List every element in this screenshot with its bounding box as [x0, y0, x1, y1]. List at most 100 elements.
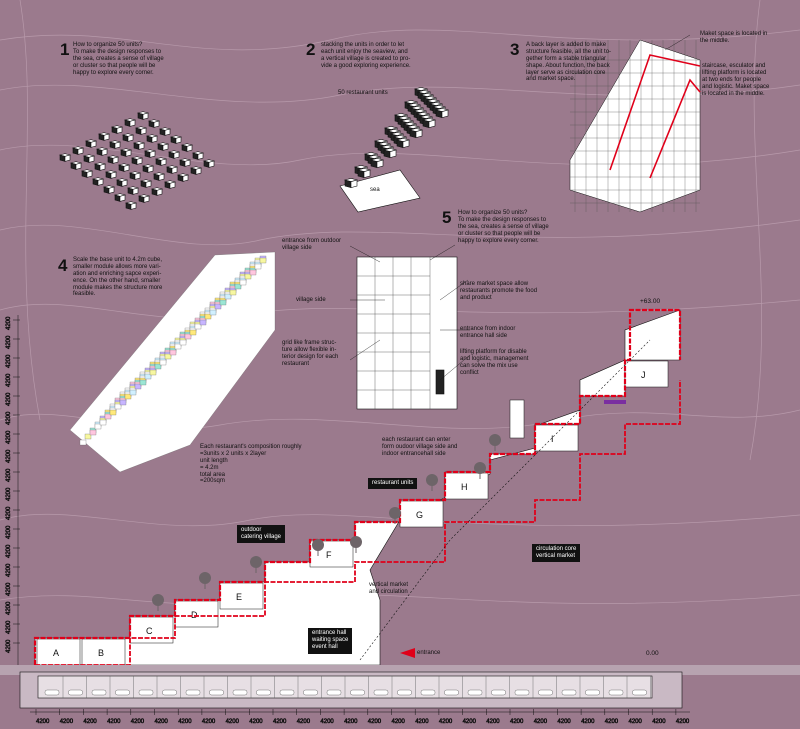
step2-text: stacking the units in order to let each …	[321, 42, 411, 69]
side-dimension-label: 4200	[6, 487, 12, 501]
bottom-dimension-label: 4200	[320, 719, 334, 725]
unit-cell	[36, 638, 81, 666]
side-dimension-label: 4200	[6, 525, 12, 539]
stacked-stair-diagram	[339, 87, 450, 213]
plan-village-side: village side	[296, 297, 326, 303]
side-dimension-label: 4200	[6, 544, 12, 558]
bottom-dimension-label: 4200	[534, 719, 548, 725]
step3-market-note: Maket space is located in the middle.	[700, 31, 768, 44]
bottom-dimension-label: 4200	[463, 719, 477, 725]
step3-number: 3	[510, 40, 520, 59]
plan-grid-note: grid like frame struc- ture allow flexib…	[282, 340, 339, 367]
bottom-dimension-label: 4200	[581, 719, 595, 725]
step2-units-label: 50 restaurant units	[338, 90, 388, 96]
step3-text: A back layer is added to make structure …	[526, 42, 612, 83]
unit-cell	[624, 360, 669, 388]
step2-sea-label: sea	[370, 187, 380, 193]
bottom-dimension-label: 4200	[344, 719, 358, 725]
building-section: A B C D E F G H I J	[33, 308, 682, 666]
vertical-dimension-chain: 4200 4200 4200 4200 4200 4200 4200 4200 4200 4200…	[6, 315, 20, 665]
bottom-dimension-label: 4200	[297, 719, 311, 725]
step4-text: Scale the base unit to 4.2m cube, smalle…	[73, 257, 163, 298]
bottom-dimension-label: 4200	[486, 719, 500, 725]
bottom-dimension-label: 4200	[36, 719, 50, 725]
unit-letter: E	[236, 592, 242, 602]
entrance-arrow	[400, 648, 415, 658]
parking-level	[0, 665, 800, 709]
leader-lines	[349, 34, 701, 381]
unit-letter: H	[461, 482, 468, 492]
trees	[152, 434, 501, 611]
entrance-label: entrance	[417, 650, 441, 656]
step1-text: How to organize 50 units? To make the de…	[73, 42, 164, 76]
unit-letter: J	[641, 370, 646, 380]
side-dimension-label: 4200	[6, 601, 12, 615]
step3-circulation-note: staircase, esculator and lifting platfor…	[702, 63, 770, 97]
unit-letter: I	[551, 434, 554, 444]
unit-cell	[534, 424, 579, 452]
cube-grid-diagram	[58, 111, 216, 210]
bottom-dimension-chain: 4200 4200 4200 4200 4200 4200 4200 4200 4200 4200…	[30, 709, 690, 725]
side-dimension-label: 4200	[6, 639, 12, 653]
bottom-dimension-label: 4200	[107, 719, 121, 725]
step4-composition: Each restaurant's composition roughly =3…	[200, 444, 302, 485]
side-dimension-label: 4200	[6, 620, 12, 634]
unit-letter: F	[326, 550, 332, 560]
step4-number: 4	[58, 256, 68, 275]
side-dimension-label: 4200	[6, 563, 12, 577]
bottom-dimension-label: 4200	[226, 719, 240, 725]
bottom-dimension-label: 4200	[178, 719, 192, 725]
bottom-dimension-label: 4200	[439, 719, 453, 725]
outdoor-catering-tag: outdoor catering village	[237, 525, 286, 544]
bottom-dimension-label: 4200	[202, 719, 216, 725]
plan-share-market: share market space allow restaurants pro…	[460, 281, 538, 301]
bottom-dimension-label: 4200	[557, 719, 571, 725]
colored-module-diagram	[69, 251, 276, 473]
plan-entrance-indoor: entrance from indoor entrance hall side	[460, 326, 516, 339]
step5-number: 5	[442, 208, 452, 227]
each-restaurant-label: each restaurant can enter form oudoor vi…	[382, 437, 458, 457]
step2-number: 2	[306, 40, 316, 59]
bottom-dimension-label: 4200	[605, 719, 619, 725]
side-dimension-label: 4200	[6, 316, 12, 330]
bottom-dimension-label: 4200	[131, 719, 145, 725]
unit-cell	[174, 600, 219, 628]
triangle-layer-diagram	[569, 39, 701, 213]
top-level-label: +63.00	[640, 298, 661, 305]
side-dimension-label: 4200	[6, 392, 12, 406]
unit-letter: C	[146, 626, 153, 636]
side-dimension-label: 4200	[6, 335, 12, 349]
bottom-dimension-label: 4200	[60, 719, 74, 725]
side-dimension-label: 4200	[6, 430, 12, 444]
side-dimension-label: 4200	[6, 449, 12, 463]
side-dimension-label: 4200	[6, 373, 12, 387]
floor-plan	[356, 256, 458, 410]
plan-entrance-outdoor: entrance from outdoor village side	[282, 238, 342, 251]
bottom-dimension-label: 4200	[368, 719, 382, 725]
unit-cell	[444, 472, 489, 500]
bottom-dimension-label: 4200	[510, 719, 524, 725]
bottom-dimension-label: 4200	[415, 719, 429, 725]
side-dimension-label: 4200	[6, 506, 12, 520]
bottom-dimension-label: 4200	[83, 719, 97, 725]
circulation-core-tag: circulation core vertical market	[532, 544, 581, 563]
bottom-dimension-label: 4200	[676, 719, 690, 725]
side-dimension-label: 4200	[6, 468, 12, 482]
bottom-dimension-label: 4200	[249, 719, 263, 725]
plan-lifting: lifting platform for disable and logisti…	[460, 349, 529, 376]
bottom-dimension-label: 4200	[392, 719, 406, 725]
side-dimension-label: 4200	[6, 411, 12, 425]
unit-letter: D	[191, 610, 198, 620]
unit-letter: A	[53, 648, 59, 658]
unit-letter: B	[98, 648, 104, 658]
side-dimension-label: 4200	[6, 354, 12, 368]
vertical-market-label: vertical market and circulation	[369, 582, 409, 595]
bottom-dimension-label: 4200	[273, 719, 287, 725]
step5-text: How to organize 50 units? To make the de…	[458, 210, 549, 244]
unit-letter: G	[416, 510, 423, 520]
ground-level-label: 0.00	[646, 650, 659, 657]
step1-number: 1	[60, 40, 70, 59]
unit-cell	[81, 638, 126, 666]
side-dimension-label: 4200	[6, 582, 12, 596]
